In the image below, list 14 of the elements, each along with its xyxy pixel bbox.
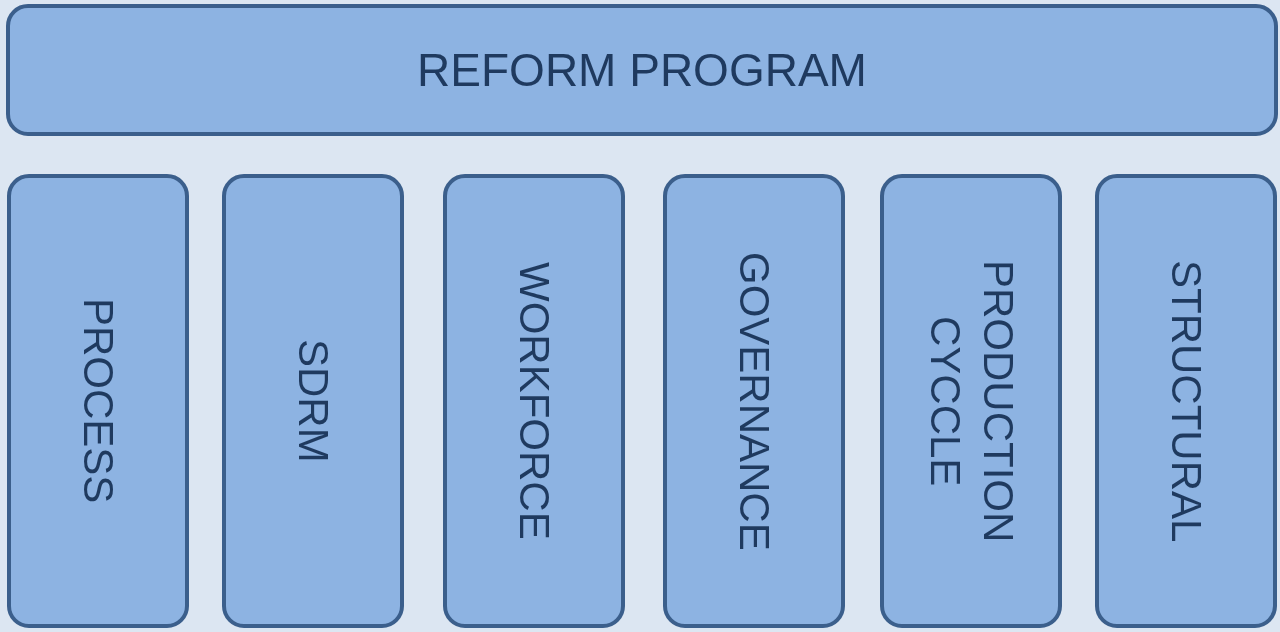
column-box [1095, 174, 1277, 628]
header-box [6, 4, 1278, 136]
column-box [222, 174, 404, 628]
column-label: GOVERNANCE [730, 251, 780, 551]
column-box [880, 174, 1062, 628]
header-label: REFORM PROGRAM [417, 43, 867, 97]
column-box [663, 174, 845, 628]
column-box [7, 174, 189, 628]
column-box [443, 174, 625, 628]
column-label: WORKFORCE [510, 262, 560, 540]
column-label: STRUCTURAL [1162, 259, 1212, 543]
column-label: PRODUCTION CYCCLE [921, 258, 1023, 545]
column-label: PROCESS [74, 298, 124, 504]
column-label: SDRM [289, 339, 339, 463]
